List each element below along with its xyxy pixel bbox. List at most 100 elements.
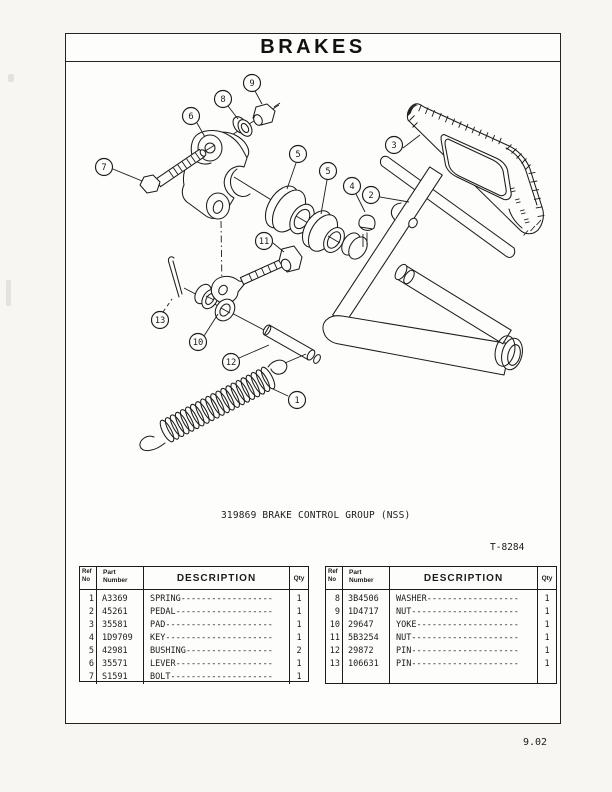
table-cell-qty: 1 [544, 620, 550, 630]
callout-leader-line [254, 90, 263, 105]
callout-number: 10 [193, 338, 204, 348]
table-cell-ref: 9 [334, 607, 340, 617]
callout-leader-line [112, 168, 143, 182]
table-cell-ref: 8 [334, 594, 340, 604]
table-cell-part: 5B3254 [348, 633, 379, 643]
washer-part [232, 116, 253, 137]
callout-circle-7 [94, 157, 114, 177]
table-cell-qty: 1 [544, 633, 550, 643]
table-cell-qty: 1 [296, 633, 302, 643]
callout-circle-4 [342, 176, 362, 196]
table-cell-part: 1D4717 [348, 607, 379, 617]
table-cell-desc: NUT--------------------- [396, 607, 519, 617]
nut-part-upper [252, 102, 281, 126]
callout-leader-line [272, 242, 285, 253]
table-cell-ref: 5 [88, 646, 94, 656]
table-cell-part: 29647 [348, 620, 374, 630]
callout-leader-line [286, 162, 297, 190]
table-cell-qty: 1 [544, 594, 550, 604]
description-column: SPRING------------------PEDAL-----------… [144, 590, 289, 684]
column-header-ref: Ref No [80, 567, 97, 589]
title-band: BRAKES [66, 34, 560, 62]
callout-leader-line [272, 388, 289, 397]
table-cell-ref: 11 [329, 633, 340, 643]
table-cell-part: A3369 [102, 594, 128, 604]
spring-part [139, 353, 307, 452]
table-cell-part: 29872 [348, 646, 374, 656]
callout-circle-13 [150, 310, 170, 330]
callout-circle-2 [361, 185, 381, 205]
table-cell-desc: PIN--------------------- [396, 659, 519, 669]
pedal-part [322, 155, 523, 376]
pedal-pad-part [406, 103, 545, 236]
column-header-qty: Qty [289, 567, 308, 589]
page-border-box: BRAKES [65, 33, 561, 724]
callout-number: 5 [295, 150, 300, 160]
table-cell-desc: SPRING------------------ [150, 594, 273, 604]
table-cell-qty: 2 [296, 646, 302, 656]
column-header-part-number: Part Number [343, 567, 390, 589]
table-cell-ref: 13 [329, 659, 340, 669]
callout-circle-8 [213, 89, 233, 109]
table-cell-part: 3B4506 [348, 594, 379, 604]
table-cell-part: 42981 [102, 646, 128, 656]
table-cell-qty: 1 [544, 646, 550, 656]
table-cell-qty: 1 [296, 672, 302, 682]
callout-circle-9 [242, 73, 262, 93]
yoke-part [194, 245, 303, 322]
table-cell-qty: 1 [296, 659, 302, 669]
callout-number: 6 [188, 112, 193, 122]
table-header: Ref No Part Number DESCRIPTION Qty [326, 567, 556, 590]
table-cell-qty: 1 [296, 607, 302, 617]
table-cell-ref: 6 [88, 659, 94, 669]
table-cell-qty: 1 [544, 659, 550, 669]
table-cell-desc: KEY--------------------- [150, 633, 273, 643]
table-cell-ref: 1 [88, 594, 94, 604]
bushing-part-left [264, 185, 315, 235]
column-header-description: DESCRIPTION [176, 572, 257, 584]
table-cell-qty: 1 [544, 607, 550, 617]
scan-artifact [6, 280, 11, 306]
lever-part [181, 129, 251, 220]
scan-artifact [8, 74, 14, 82]
table-cell-part: 45261 [102, 607, 128, 617]
cotter-pin-part [167, 256, 183, 298]
table-cell-desc: BUSHING----------------- [150, 646, 273, 656]
table-cell-ref: 4 [88, 633, 94, 643]
page-title: BRAKES [260, 36, 366, 58]
table-cell-desc: LEVER------------------- [150, 659, 273, 669]
bolt-part [139, 148, 207, 194]
callout-leader-line [203, 313, 219, 337]
table-cell-desc: WASHER------------------ [396, 594, 519, 604]
callout-leader-line [402, 134, 421, 149]
table-cell-ref: 10 [329, 620, 340, 630]
page-number: 9.02 [523, 737, 548, 748]
callout-number: 3 [391, 141, 396, 151]
callout-leader-line [238, 344, 270, 359]
callout-circle-5 [288, 144, 308, 164]
parts-table-right: Ref No Part Number DESCRIPTION Qty 8 9 10 1… [325, 566, 557, 684]
callout-number: 2 [368, 191, 373, 201]
callout-leader-line [162, 298, 173, 313]
column-header-part-number: Part Number [97, 567, 144, 589]
callout-circle-6 [181, 106, 201, 126]
description-column: WASHER------------------ NUT-------------… [390, 590, 537, 683]
callout-leader-line [320, 179, 328, 215]
table-cell-ref: 7 [88, 672, 94, 682]
callout-number: 5 [325, 167, 330, 177]
callout-number: 13 [155, 316, 166, 326]
bushing-part-right [301, 210, 345, 253]
table-cell-desc: NUT--------------------- [396, 633, 519, 643]
table-cell-ref: 12 [329, 646, 340, 656]
table-cell-part: S1591 [102, 672, 128, 682]
callout-leader-line [379, 196, 410, 203]
callout-leader-line [355, 193, 366, 213]
table-cell-part: 106631 [348, 659, 379, 669]
callout-number: 11 [259, 237, 270, 247]
